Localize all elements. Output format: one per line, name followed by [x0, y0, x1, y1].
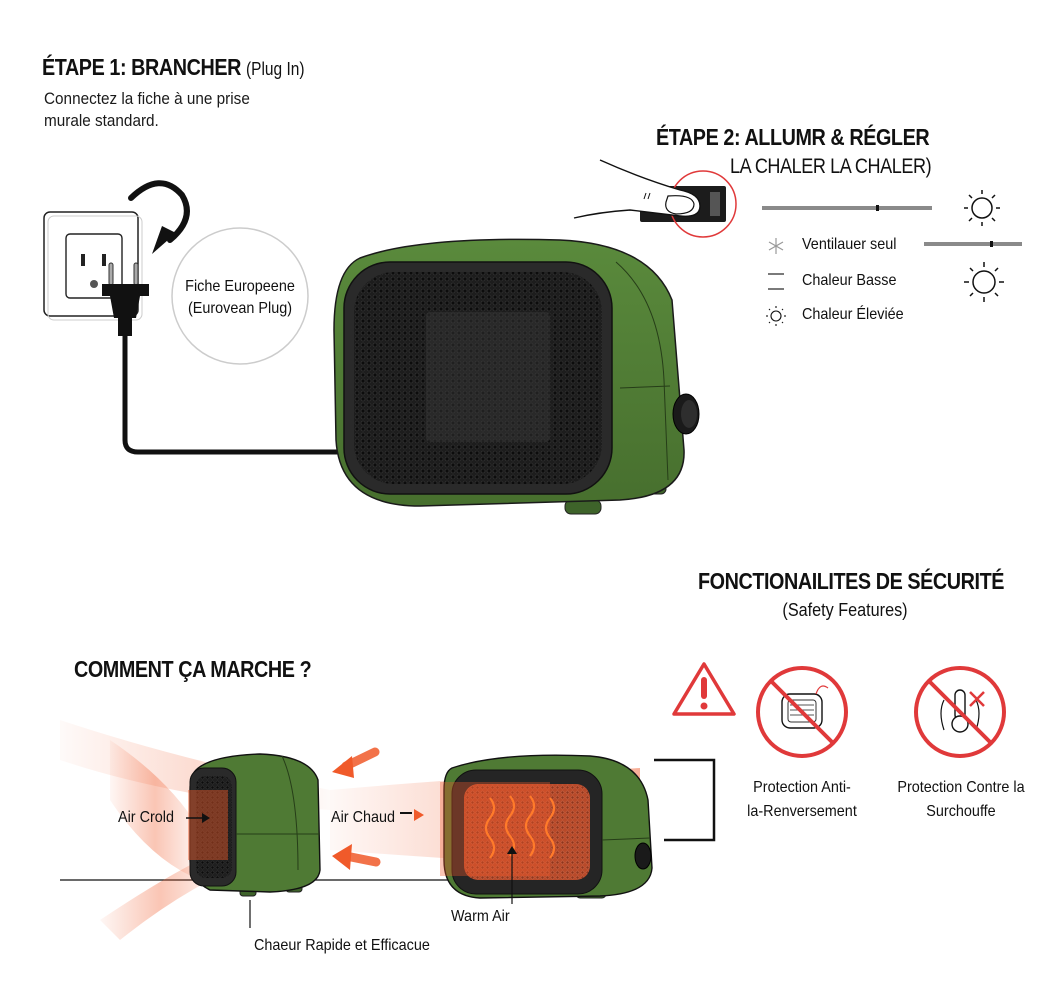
overheat-label-line1: Protection Contre la	[897, 779, 1025, 796]
hot-air-pointer	[400, 809, 424, 821]
safety-feature-tip-over: Protection Anti- la-Renversement	[737, 776, 867, 824]
step1-description: Connectez la fiche à une prise murale st…	[44, 88, 250, 132]
overheat-label-line2: Surchouffe	[926, 803, 996, 820]
small-heater-side	[188, 753, 321, 897]
connector-bracket	[654, 758, 716, 842]
curved-arrow-icon	[128, 180, 190, 254]
plug-callout-line1: Fiche Europeene	[185, 278, 295, 295]
heat-slider-top[interactable]	[762, 205, 932, 211]
safety-feature-overheat: Protection Contre la Surchouffe	[894, 776, 1029, 824]
cold-air-label: Air Crold	[118, 809, 175, 826]
step1-title-main: ÉTAPE 1: BRANCHER	[42, 54, 241, 80]
plug-callout-circle	[171, 227, 309, 365]
step1-description-line2: murale standard.	[44, 111, 159, 130]
tip-over-label-line1: Protection Anti-	[753, 779, 851, 796]
step2-title-line1: ÉTAPE 2: ALLUMR & RÉGLER	[656, 124, 930, 150]
sun-icon-large-bottom	[964, 262, 1004, 302]
how-it-works-caption: Chaeur Rapide et Efficacue	[254, 937, 430, 954]
large-heater-heated	[440, 754, 653, 904]
safety-title: FONCTIONAILITES DE SÉCURITÉ	[698, 568, 1004, 594]
step1-description-line1: Connectez la fiche à une prise	[44, 89, 250, 108]
hot-air-label: Air Chaud	[331, 809, 396, 826]
finger-press-icon	[573, 159, 701, 219]
sun-icon	[766, 306, 786, 326]
overheat-prohibited-icon	[914, 666, 1006, 758]
mode-high-heat[interactable]: Chaleur Éleviée	[802, 306, 904, 323]
plug-callout: Fiche Europeene (Eurovean Plug)	[179, 276, 301, 320]
tip-over-prohibited-icon	[756, 666, 848, 758]
warning-triangle-icon	[672, 662, 736, 716]
cold-air-pointer	[186, 813, 210, 823]
warm-air-label: Warm Air	[451, 908, 510, 925]
safety-subtitle: (Safety Features)	[782, 600, 908, 620]
airflow-arrow-top	[332, 747, 380, 778]
sun-icon-large-top	[964, 190, 1000, 226]
step1-title: ÉTAPE 1: BRANCHER (Plug In)	[42, 54, 305, 81]
mode-fan-only[interactable]: Ventilauer seul	[802, 236, 897, 253]
heat-slider-bottom[interactable]	[924, 241, 1022, 247]
low-heat-icon	[768, 273, 784, 290]
snowflake-icon	[768, 238, 784, 254]
european-plug-icon	[102, 262, 352, 455]
tip-over-label-line2: la-Renversement	[747, 803, 857, 820]
mode-low-heat[interactable]: Chaleur Basse	[802, 272, 897, 289]
step1-title-sub: (Plug In)	[246, 59, 305, 79]
airflow-arrow-bottom	[332, 844, 381, 870]
plug-callout-line2: (Eurovean Plug)	[187, 300, 293, 317]
how-it-works-title: COMMENT ÇA MARCHE ?	[74, 656, 312, 682]
step2-title-line2: LA CHALER LA CHALER)	[730, 155, 932, 178]
